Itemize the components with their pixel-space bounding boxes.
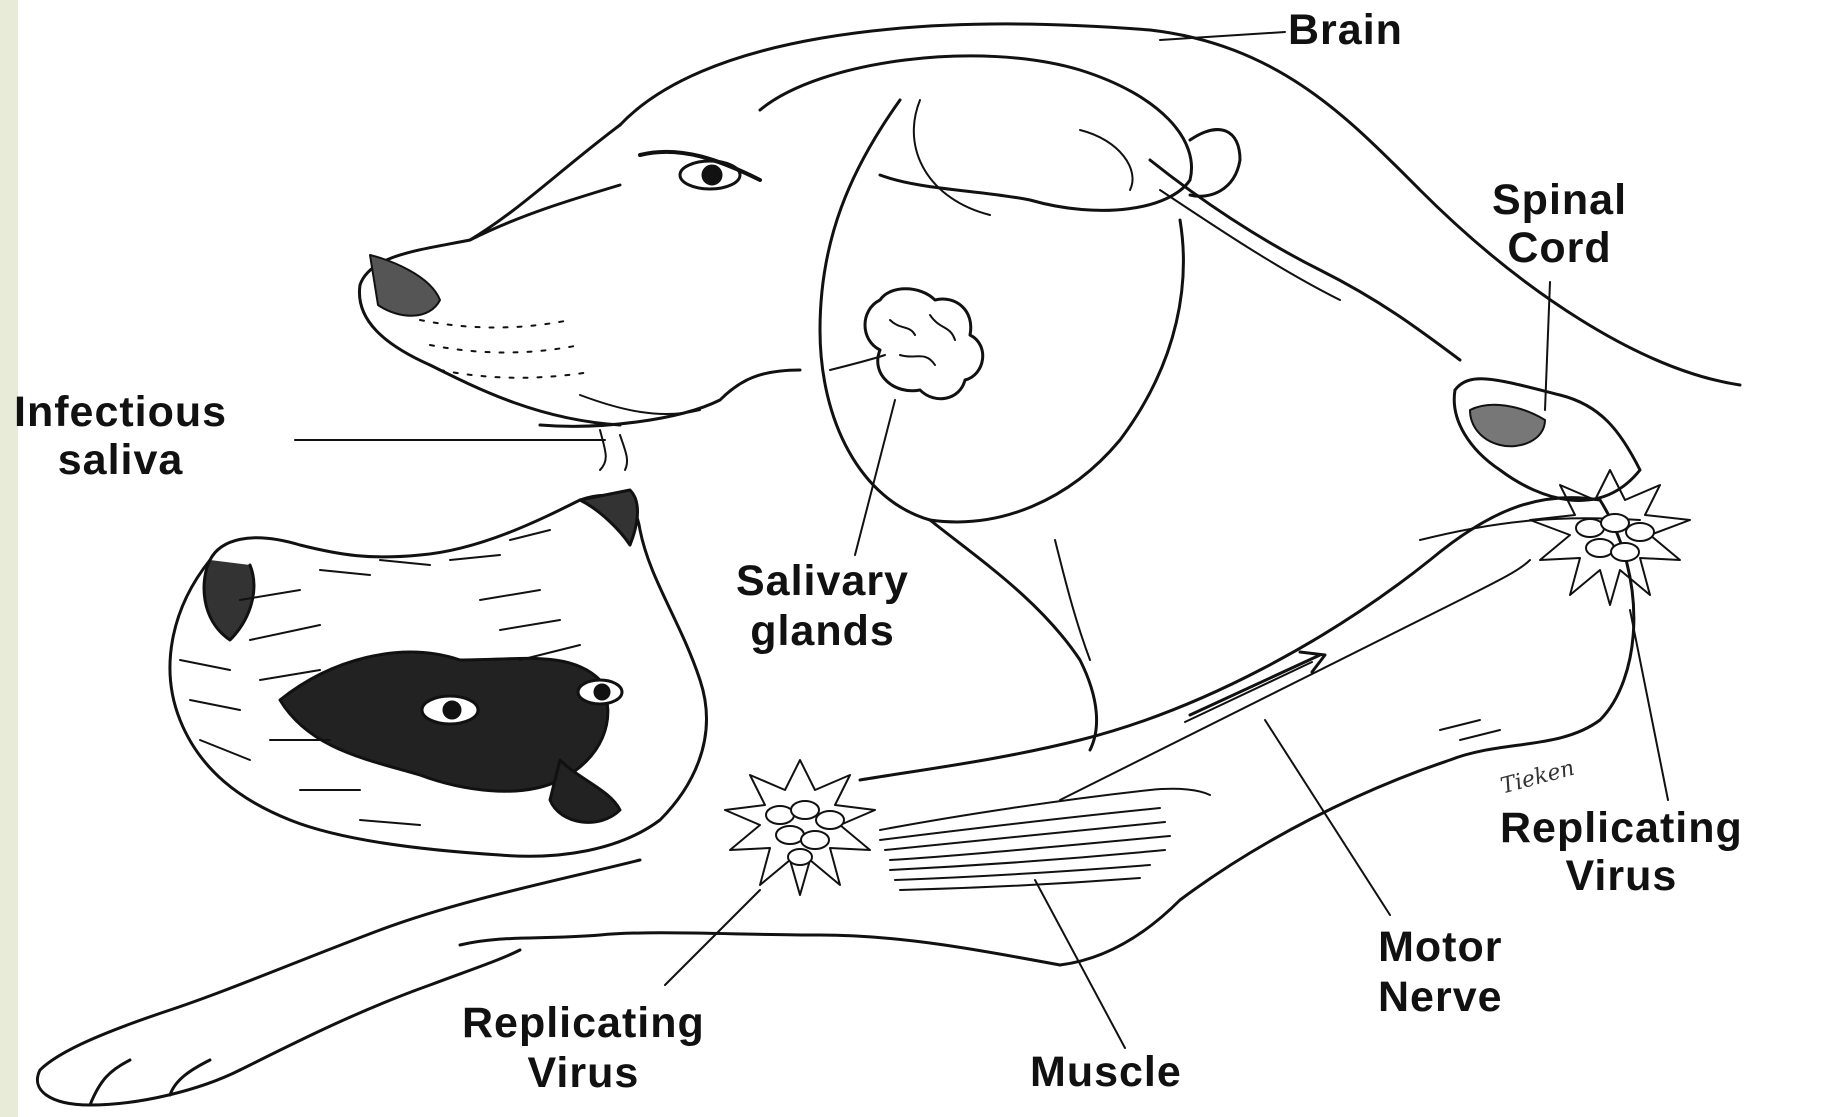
motor-nerve-label: Motor Nerve: [1378, 922, 1503, 1022]
replicating-virus-bottom-label: Replicating Virus: [462, 998, 705, 1098]
spinal-cord-drawing: [1454, 379, 1640, 501]
replicating-virus-burst-right: [1530, 470, 1690, 605]
leader-lines: [295, 32, 1668, 1048]
motor-nerve-drawing: [1060, 560, 1530, 800]
raccoon-head-drawing: [170, 490, 706, 856]
infectious-saliva-label: Infectious saliva: [14, 388, 227, 484]
replicating-virus-right-label: Replicating Virus: [1500, 804, 1743, 900]
muscle-label: Muscle: [1030, 1048, 1182, 1096]
replicating-virus-burst-bottom: [725, 760, 875, 895]
salivary-glands-label: Salivary glands: [736, 556, 909, 656]
brain-label: Brain: [1288, 6, 1403, 54]
muscle-fibers-drawing: [880, 789, 1210, 890]
salivary-gland-drawing: [830, 289, 983, 399]
spinal-cord-label: Spinal Cord: [1492, 176, 1627, 272]
